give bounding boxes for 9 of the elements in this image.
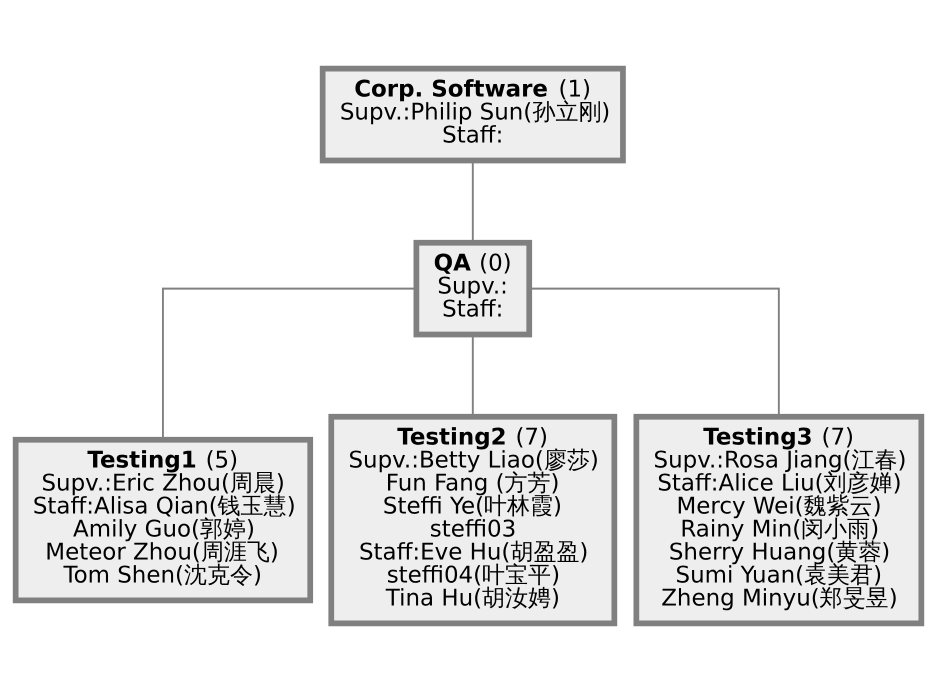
node-box: Testing2 (7) Supv.:Betty Liao(廖莎) Fun Fang (方芳) Steffi Ye(叶林霞) steffi03 Staff:Eve Hu(胡盈盈) steffi04(叶宝平) Tina Hu(胡汝娉): [328, 414, 618, 626]
connector: [162, 288, 416, 440]
connector: [472, 334, 474, 416]
connector: [530, 288, 780, 417]
node-box: QA (0) Supv.: Staff:: [414, 240, 532, 338]
node-box: Corp. Software (1) Supv.:Philip Sun(孙立刚) Staff:: [320, 66, 626, 164]
node-box: Testing3 (7) Supv.:Rosa Jiang(江春) Staff:Alice Liu(刘彦婵) Mercy Wei(魏紫云) Rainy Min(闵小雨) Sherry Huang(黄蓉) Sumi Yuan(袁美君) Zheng Minyu(郑旻昱): [633, 414, 924, 626]
connector: [472, 161, 474, 242]
node-box: Testing1 (5) Supv.:Eric Zhou(周晨) Staff:Alisa Qian(钱玉慧) Amily Guo(郭婷) Meteor Zhou(周涯飞) Tom Shen(沈克令): [12, 436, 314, 604]
